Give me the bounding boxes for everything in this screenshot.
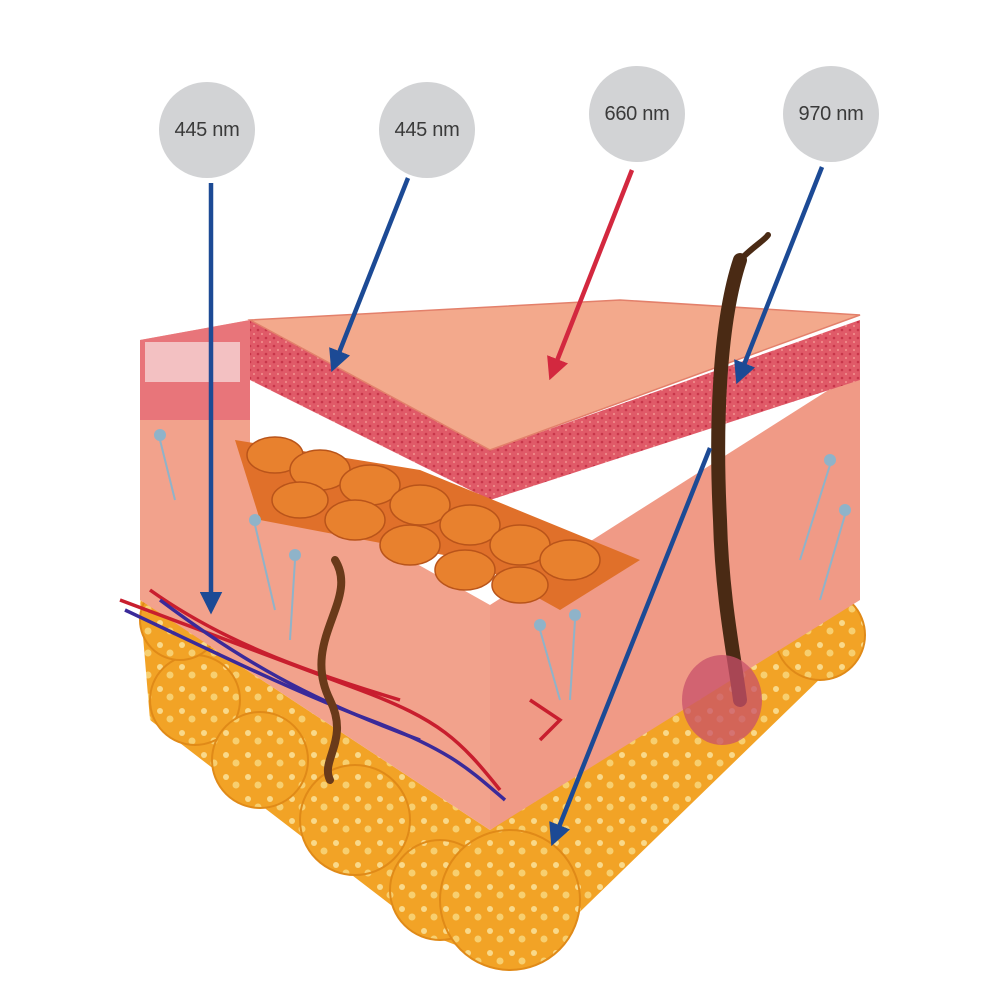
epidermal-cells bbox=[235, 436, 640, 610]
blood-vessels-icon bbox=[119, 588, 563, 802]
wavelength-text: 445 nm bbox=[394, 118, 460, 141]
wavelength-label-445nm-2: 445 nm bbox=[379, 82, 475, 178]
arrow-970nm-deep bbox=[549, 447, 713, 847]
hair-follicle-icon bbox=[317, 232, 771, 784]
wavelength-text: 445 nm bbox=[174, 118, 240, 141]
wavelength-label-970nm: 970 nm bbox=[783, 66, 879, 162]
arrow-660nm bbox=[547, 169, 635, 381]
wavelength-text: 970 nm bbox=[798, 102, 864, 125]
wavelength-text: 660 nm bbox=[604, 102, 670, 125]
arrow-445nm-2 bbox=[329, 177, 411, 373]
wavelength-label-660nm: 660 nm bbox=[589, 66, 685, 162]
wavelength-label-445nm-1: 445 nm bbox=[159, 82, 255, 178]
arrow-970nm-outer bbox=[734, 166, 825, 385]
nerve-endings-icon bbox=[154, 429, 851, 701]
